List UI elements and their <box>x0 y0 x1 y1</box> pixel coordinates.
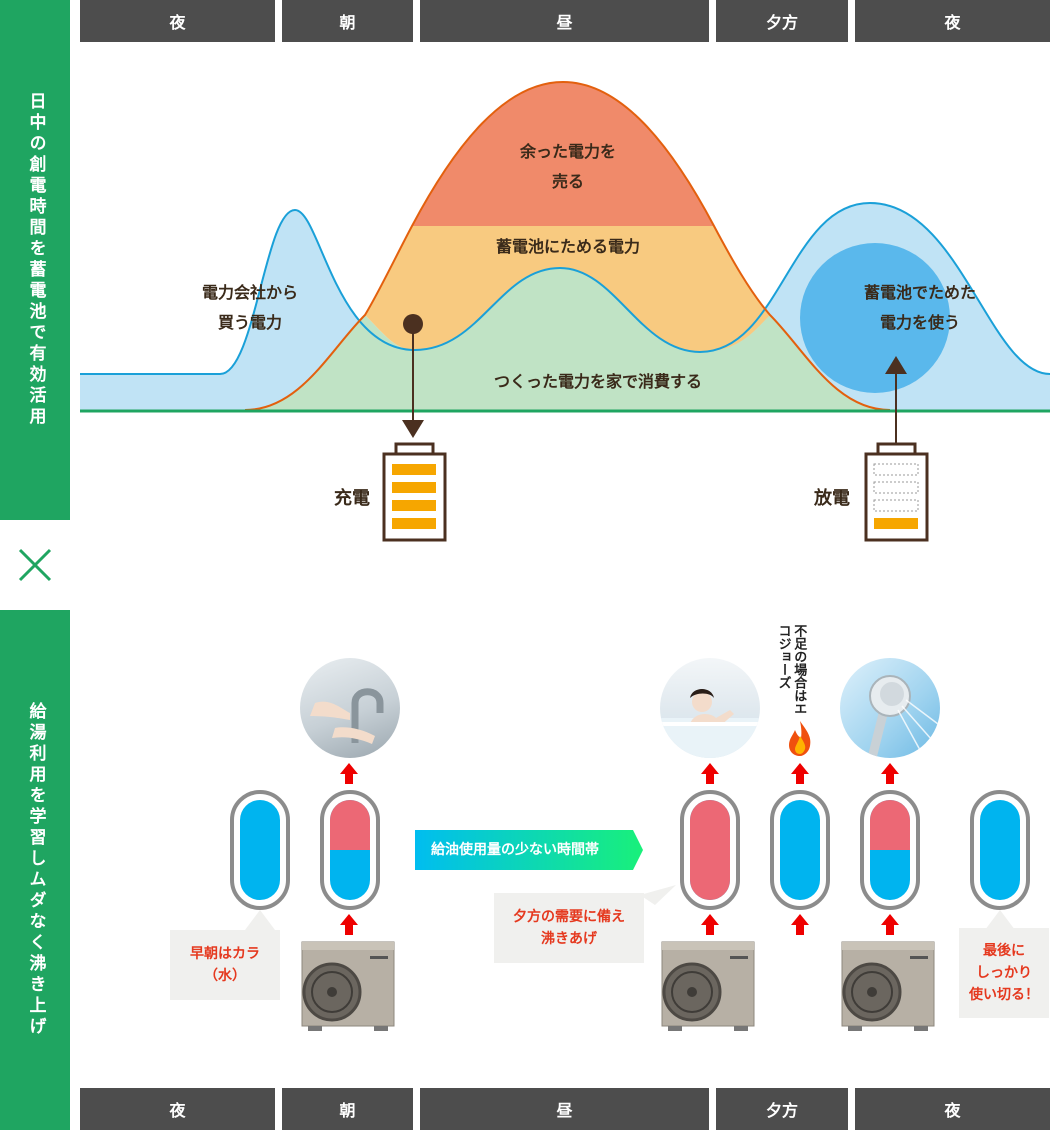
time-morning: 朝 <box>282 1088 413 1130</box>
tank-night <box>860 790 920 910</box>
cross-icon <box>0 520 70 610</box>
heat-pump-unit-1 <box>300 940 396 1032</box>
discharge-battery <box>864 442 929 542</box>
faucet-photo <box>300 658 400 758</box>
time-noon: 昼 <box>420 0 709 42</box>
time-bar-top: 夜 朝 昼 夕方 夜 <box>80 0 1050 42</box>
night-note: 最後にしっかり使い切る！ <box>959 928 1049 1018</box>
solar-line <box>244 80 891 411</box>
low-usage-banner: 給油使用量の少ない時間帯 <box>415 830 643 870</box>
time-night-end: 夜 <box>855 1088 1050 1130</box>
consume-area <box>245 268 890 410</box>
tank-morning <box>320 790 380 910</box>
time-night-start: 夜 <box>80 0 275 42</box>
sell-label: 余った電力を売る <box>519 142 616 191</box>
buy-label: 電力会社から買う電力 <box>201 283 298 332</box>
time-evening: 夕方 <box>716 0 848 42</box>
tank-evening-empty <box>770 790 830 910</box>
discharge-label: 放電 <box>814 488 850 509</box>
demand-line <box>80 201 1050 375</box>
time-night-end: 夜 <box>855 0 1050 42</box>
charge-label: 充電 <box>334 488 370 509</box>
heat-pump-unit-2 <box>660 940 756 1032</box>
tank-hot-fill <box>870 800 910 850</box>
sell-area <box>412 82 714 226</box>
tank-hot-fill <box>330 800 370 850</box>
time-noon: 昼 <box>420 1088 709 1130</box>
side-label-bottom: 給湯利用を学習しムダなく沸き上げ <box>0 610 70 1130</box>
shortage-note: 不足の場合はエコジョーズ <box>775 624 807 715</box>
charge-battery <box>382 442 447 542</box>
tank-hot-fill <box>690 800 730 900</box>
discharge-circle <box>800 243 950 393</box>
use-stored-label: 蓄電池でためた電力を使う <box>863 283 976 332</box>
consume-label: つくった電力を家で消費する <box>493 372 702 391</box>
shower-icon <box>867 675 939 758</box>
store-area <box>365 226 770 352</box>
charge-arrow-head <box>402 420 424 438</box>
time-evening: 夕方 <box>716 1088 848 1130</box>
banner-text: 給油使用量の少ない時間帯 <box>431 842 599 858</box>
heat-pump-unit-3 <box>840 940 936 1032</box>
time-bar-bottom: 夜 朝 昼 夕方 夜 <box>80 1088 1050 1130</box>
energy-graph <box>80 80 1050 542</box>
evening-note: 夕方の需要に備え沸きあげ <box>494 893 644 963</box>
side-label-top: 日中の創電時間を蓄電池で有効活用 <box>0 0 70 520</box>
tank-evening <box>680 790 740 910</box>
tank-early-morning <box>230 790 290 910</box>
morning-note: 早朝はカラ（水） <box>170 930 280 1000</box>
flame-icon <box>780 718 820 758</box>
shower-photo <box>840 658 940 758</box>
time-morning: 朝 <box>282 0 413 42</box>
time-night-start: 夜 <box>80 1088 275 1130</box>
discharge-arrow-head <box>885 356 907 374</box>
store-label: 蓄電池にためる電力 <box>495 237 640 256</box>
tank-night-end <box>970 790 1030 910</box>
faucet-icon <box>310 688 384 744</box>
